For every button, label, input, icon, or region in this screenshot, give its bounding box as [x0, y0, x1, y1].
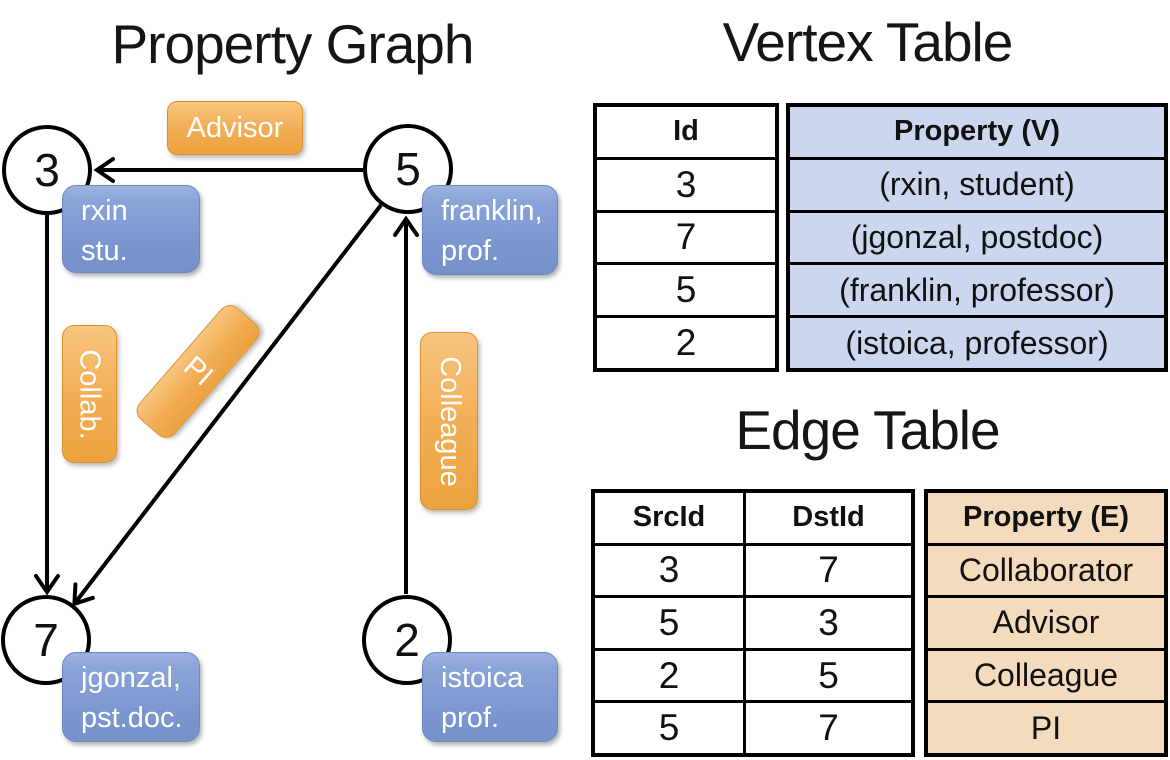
edge-label-pi-text: PI — [177, 350, 220, 393]
vertex-table-property-header: Property (V) — [894, 115, 1060, 148]
vertex-table-id-cell: 3 — [597, 156, 775, 210]
edge-table-dstid-header: DstId — [743, 493, 911, 543]
vertex-node-2: 2 — [362, 595, 452, 685]
vertex-property-box-istoica: istoica prof. — [422, 652, 558, 742]
vertex-property-line: istoica — [441, 662, 524, 694]
edge-table-dst-cell: 7 — [743, 703, 911, 753]
edge-table-title: Edge Table — [735, 399, 1000, 461]
edge-table-row: 5 3 — [595, 595, 911, 648]
edge-label-collab-text: Collab. — [74, 348, 106, 440]
vertex-property-line: franklin, — [441, 195, 543, 227]
vertex-table-id-cell: 5 — [597, 262, 775, 315]
edge-table-srcid-header: SrcId — [632, 501, 706, 534]
edge-label-advisor: Advisor — [167, 101, 303, 155]
vertex-property-line: rxin — [81, 195, 128, 227]
edge-label-colleague: Colleague — [420, 332, 478, 510]
vertex-table-id-header: Id — [673, 115, 699, 148]
vertex-table-property-cell: (franklin, professor) — [790, 262, 1164, 315]
edge-table-src-cell: 2 — [658, 654, 680, 696]
edge-table-row: 5 7 — [595, 700, 911, 753]
edge-table-dst-cell: 5 — [743, 650, 911, 701]
edge-table-property-cell: Colleague — [928, 647, 1164, 701]
vertex-property-line: pst.doc. — [81, 702, 183, 734]
vertex-table-id-cell: 2 — [597, 315, 775, 368]
vertex-property-line: stu. — [81, 235, 128, 267]
edge-label-colleague-text: Colleague — [433, 355, 466, 487]
vertex-node-5-label: 5 — [395, 143, 421, 195]
edge-table-row: 2 5 — [595, 647, 911, 701]
vertex-table-id-cell: 7 — [597, 209, 775, 263]
vertex-node-5: 5 — [363, 124, 453, 214]
vertex-node-2-label: 2 — [394, 614, 420, 666]
edge-table-id-columns: SrcId DstId 3 7 5 3 2 5 5 7 — [591, 489, 915, 757]
vertex-property-line: jgonzal, — [81, 662, 181, 694]
edge-table-dst-cell: 7 — [743, 545, 911, 596]
vertex-table-id-column: Id 3 7 5 2 — [593, 103, 779, 372]
edge-label-advisor-text: Advisor — [186, 111, 284, 144]
edge-table-property-header: Property (E) — [963, 501, 1129, 534]
edge-table-src-cell: 5 — [658, 601, 680, 643]
edge-table-src-cell: 5 — [658, 707, 680, 749]
vertex-table-property-cell: (rxin, student) — [790, 156, 1164, 210]
edge-table-src-cell: 3 — [658, 549, 680, 591]
vertex-property-box-franklin: franklin, prof. — [422, 185, 558, 275]
vertex-table-title: Vertex Table — [722, 11, 1014, 73]
edge-table-row: 3 7 — [595, 542, 911, 596]
edge-table-property-cell: PI — [928, 700, 1164, 753]
vertex-property-box-jgonzal: jgonzal, pst.doc. — [62, 652, 200, 742]
vertex-table-property-cell: (istoica, professor) — [790, 315, 1164, 368]
graph-edges — [34, 157, 419, 607]
vertex-node-3-label: 3 — [34, 144, 60, 196]
edge-table-property-cell: Collaborator — [928, 542, 1164, 596]
edge-table-header-row: SrcId DstId — [595, 493, 911, 543]
property-graph-title: Property Graph — [111, 13, 474, 75]
edge-table-property-cell: Advisor — [928, 595, 1164, 648]
vertex-node-7-label: 7 — [33, 614, 59, 666]
edge-table-dst-cell: 3 — [743, 598, 911, 648]
edge-label-collab: Collab. — [62, 325, 117, 463]
vertex-property-line: prof. — [441, 235, 500, 267]
vertex-table-property-column: Property (V) (rxin, student) (jgonzal, p… — [786, 103, 1168, 372]
vertex-table-property-cell: (jgonzal, postdoc) — [790, 209, 1164, 263]
edge-5-to-7 — [72, 203, 383, 607]
vertex-property-line: prof. — [441, 702, 500, 734]
edge-table-property-column: Property (E) Collaborator Advisor Collea… — [924, 489, 1168, 757]
vertex-property-box-rxin: rxin stu. — [62, 185, 200, 273]
